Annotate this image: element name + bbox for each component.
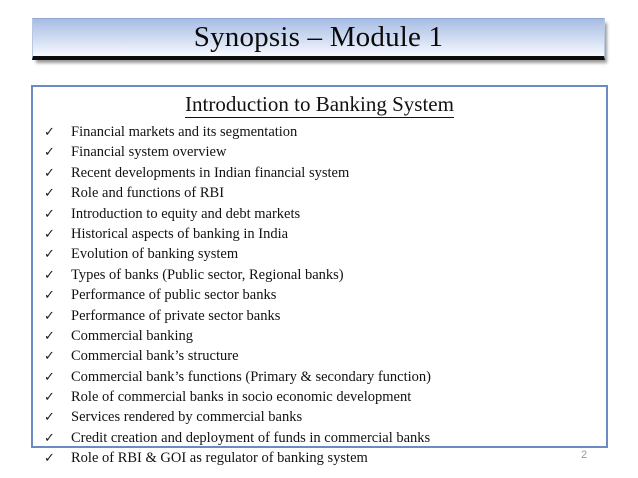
- check-icon: ✓: [44, 125, 55, 140]
- list-item: ✓ Role and functions of RBI: [33, 183, 606, 203]
- check-icon: ✓: [44, 267, 55, 283]
- list-item-label: Role and functions of RBI: [71, 185, 225, 202]
- page-number: 2: [580, 449, 588, 461]
- list-item: ✓ Financial markets and its segmentation: [33, 122, 606, 142]
- check-icon: ✓: [44, 165, 55, 181]
- check-icon: ✓: [44, 145, 55, 161]
- list-item-label: Introduction to equity and debt markets: [71, 205, 301, 222]
- list-item-label: Performance of public sector banks: [71, 287, 277, 304]
- content-panel: Introduction to Banking System ✓ Financi…: [31, 85, 608, 466]
- list-item: ✓ Commercial bank’s functions (Primary &…: [33, 367, 606, 387]
- list-item-label: Role of commercial banks in socio econom…: [71, 389, 412, 406]
- slide-title: Synopsis – Module 1: [193, 20, 444, 53]
- check-icon: ✓: [44, 308, 55, 324]
- topics-list: ✓ Financial markets and its segmentation…: [33, 118, 606, 469]
- list-item: ✓ Evolution of banking system: [33, 244, 606, 264]
- check-icon: ✓: [44, 288, 55, 304]
- list-item-label: Services rendered by commercial banks: [71, 409, 303, 426]
- list-item-label: Credit creation and deployment of funds …: [71, 429, 431, 446]
- list-item-label: Evolution of banking system: [71, 246, 239, 263]
- list-item: ✓ Financial system overview: [33, 142, 606, 162]
- list-item-label: Recent developments in Indian financial …: [71, 164, 350, 181]
- list-item-label: Types of banks (Public sector, Regional …: [71, 266, 344, 283]
- content-heading: Introduction to Banking System: [33, 92, 606, 118]
- list-item: ✓ Commercial bank’s structure: [33, 346, 606, 366]
- list-item: ✓ Types of banks (Public sector, Regiona…: [33, 265, 606, 285]
- list-item-label: Role of RBI & GOI as regulator of bankin…: [71, 450, 368, 467]
- list-item: ✓ Performance of public sector banks: [33, 285, 606, 305]
- content-heading-text: Introduction to Banking System: [185, 92, 454, 118]
- check-icon: ✓: [44, 349, 55, 365]
- list-item: ✓ Recent developments in Indian financia…: [33, 163, 606, 183]
- check-icon: ✓: [44, 328, 55, 344]
- list-item-label: Financial markets and its segmentation: [71, 124, 298, 140]
- list-item-label: Performance of private sector banks: [71, 307, 281, 324]
- list-item-label: Financial system overview: [71, 144, 227, 161]
- check-icon: ✓: [44, 390, 55, 406]
- list-item-label: Historical aspects of banking in India: [71, 225, 289, 242]
- check-icon: ✓: [44, 206, 55, 222]
- list-item: ✓ Role of RBI & GOI as regulator of bank…: [33, 448, 606, 468]
- list-item: ✓ Credit creation and deployment of fund…: [33, 428, 606, 448]
- check-icon: ✓: [44, 410, 55, 426]
- slide-title-banner: Synopsis – Module 1: [32, 18, 605, 60]
- list-item: ✓ Role of commercial banks in socio econ…: [33, 387, 606, 407]
- list-item-label: Commercial banking: [71, 327, 194, 344]
- check-icon: ✓: [44, 226, 55, 242]
- list-item: ✓ Commercial banking: [33, 326, 606, 346]
- check-icon: ✓: [44, 186, 55, 202]
- check-icon: ✓: [44, 451, 55, 467]
- list-item-label: Commercial bank’s structure: [71, 348, 239, 365]
- check-icon: ✓: [44, 247, 55, 263]
- check-icon: ✓: [44, 430, 55, 446]
- list-item: ✓ Introduction to equity and debt market…: [33, 204, 606, 224]
- list-item: ✓ Services rendered by commercial banks: [33, 407, 606, 427]
- check-icon: ✓: [44, 369, 55, 385]
- list-item: ✓ Performance of private sector banks: [33, 306, 606, 326]
- list-item-label: Commercial bank’s functions (Primary & s…: [71, 368, 431, 385]
- list-item: ✓ Historical aspects of banking in India: [33, 224, 606, 244]
